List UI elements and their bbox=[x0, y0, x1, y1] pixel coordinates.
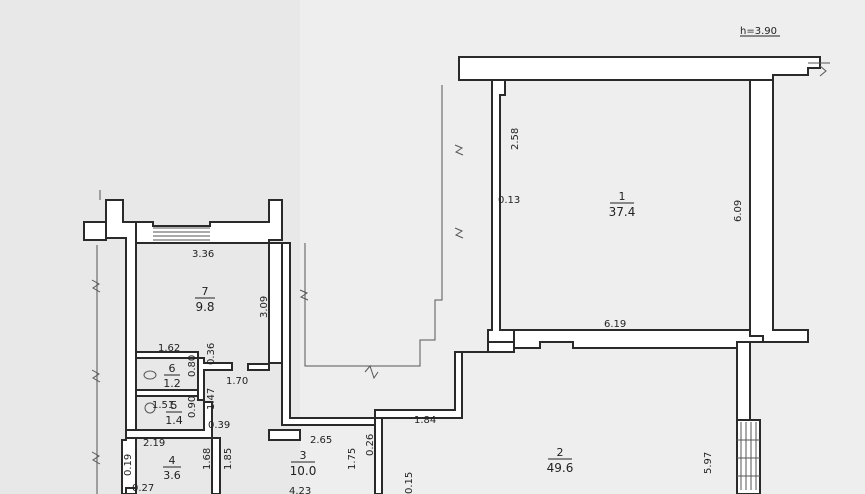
dim-5-97: 5.97 bbox=[703, 452, 714, 474]
dim-0-80: 0.80 bbox=[187, 355, 198, 377]
room-1-area: 37.4 bbox=[609, 205, 636, 219]
dim-1-68: 1.68 bbox=[202, 448, 213, 470]
dim-2-19: 2.19 bbox=[143, 438, 165, 449]
dim-1-62: 1.62 bbox=[158, 343, 180, 354]
dim-0-19: 0.19 bbox=[123, 454, 134, 476]
ceiling-height-label: h=3.90 bbox=[740, 26, 777, 37]
room-4-area: 3.6 bbox=[163, 469, 181, 482]
room-5-label: 5 1.4 bbox=[165, 399, 183, 427]
dim-1-51: 1.51 bbox=[152, 400, 174, 411]
dim-1-47: 1.47 bbox=[206, 388, 217, 410]
room-7-number: 7 bbox=[202, 285, 209, 298]
dim-1-85: 1.85 bbox=[223, 448, 234, 470]
dim-2-58: 2.58 bbox=[510, 128, 521, 150]
dim-3-36: 3.36 bbox=[192, 249, 214, 260]
dim-0-27: 0.27 bbox=[132, 483, 154, 494]
dim-1-70: 1.70 bbox=[226, 376, 248, 387]
room-2-number: 2 bbox=[557, 446, 564, 459]
dim-1-75: 1.75 bbox=[347, 448, 358, 470]
dim-0-39: 0.39 bbox=[208, 420, 230, 431]
dim-0-13: 0.13 bbox=[498, 195, 520, 206]
room-2-area: 49.6 bbox=[547, 461, 574, 475]
dim-6-19: 6.19 bbox=[604, 319, 626, 330]
paper-shade-left bbox=[0, 0, 300, 494]
guide-lines bbox=[96, 85, 443, 494]
dim-2-65: 2.65 bbox=[310, 435, 332, 446]
toilet-icon bbox=[144, 402, 156, 414]
room-3-label: 3 10.0 bbox=[290, 449, 317, 478]
dim-0-90: 0.90 bbox=[187, 396, 198, 418]
dimension-labels: 2.58 0.13 6.09 6.19 3.36 3.09 1.62 0.36 … bbox=[123, 128, 744, 494]
dim-4-23: 4.23 bbox=[289, 486, 311, 494]
dim-0-36: 0.36 bbox=[206, 343, 217, 365]
room-1-number: 1 bbox=[619, 190, 626, 203]
room-7-area: 9.8 bbox=[195, 300, 214, 314]
fixtures bbox=[143, 370, 157, 414]
room-5-number: 5 bbox=[171, 399, 178, 412]
stairs-right bbox=[737, 422, 760, 490]
room-3-area: 10.0 bbox=[290, 464, 317, 478]
sink-icon bbox=[143, 370, 157, 380]
dim-6-09: 6.09 bbox=[733, 200, 744, 222]
room-6-number: 6 bbox=[169, 362, 176, 375]
room-1-label: 1 37.4 bbox=[609, 190, 636, 219]
room-3-number: 3 bbox=[300, 449, 307, 462]
room-7-label: 7 9.8 bbox=[195, 285, 215, 314]
room-4-label: 4 3.6 bbox=[163, 454, 181, 482]
room-5-area: 1.4 bbox=[165, 414, 183, 427]
room-2-label: 2 49.6 bbox=[547, 446, 574, 475]
room-4-number: 4 bbox=[169, 454, 176, 467]
dim-3-09: 3.09 bbox=[259, 296, 270, 318]
break-marks bbox=[91, 65, 827, 465]
room-6-label: 6 1.2 bbox=[163, 362, 181, 390]
room-6-area: 1.2 bbox=[163, 377, 181, 390]
dim-0-15: 0.15 bbox=[404, 472, 415, 494]
dim-0-26: 0.26 bbox=[365, 434, 376, 456]
stairs-top-left bbox=[153, 227, 210, 241]
dim-1-84: 1.84 bbox=[414, 415, 436, 426]
